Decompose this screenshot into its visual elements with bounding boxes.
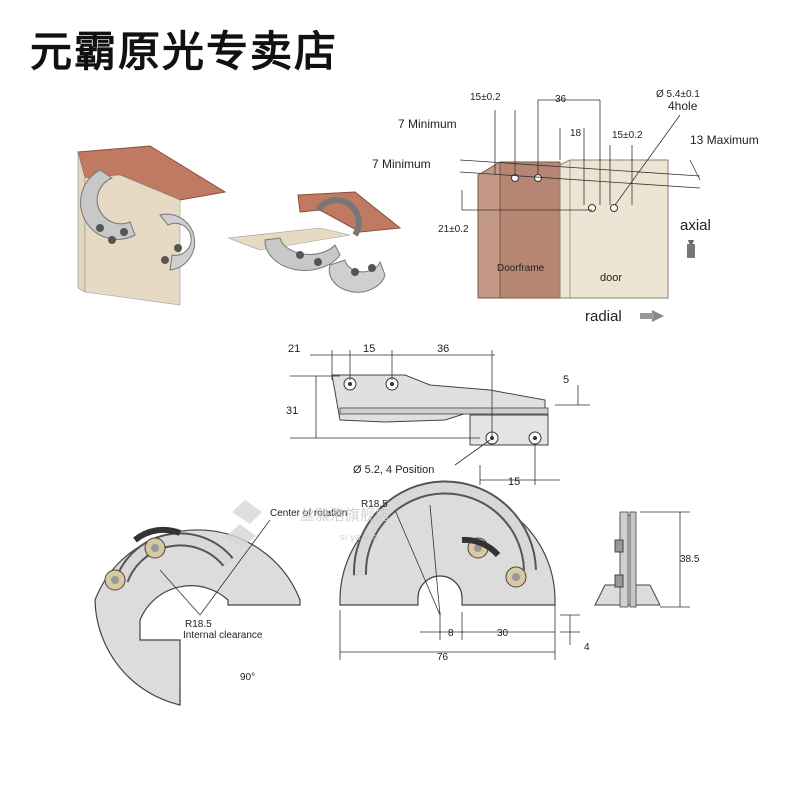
label-gap-top: 15±0.2 bbox=[470, 92, 501, 103]
label-d15b: 15 bbox=[508, 476, 520, 488]
side-view-middle: R18.5 8 30 4 76 bbox=[339, 480, 590, 663]
label-d31: 31 bbox=[286, 405, 298, 417]
label-hole-count: 4hole bbox=[668, 99, 698, 113]
watermark-text: 丝雅洛旗舰店 bbox=[300, 506, 390, 524]
label-d8: 8 bbox=[448, 628, 454, 639]
watermark-subtext: si ya luo bbox=[340, 533, 378, 543]
watermark: 丝雅洛旗舰店 si ya luo bbox=[226, 500, 390, 548]
label-d385: 38.5 bbox=[680, 554, 700, 565]
install-illustration-1 bbox=[77, 145, 227, 306]
label-d76: 76 bbox=[437, 652, 449, 663]
top-view-drawing: 21 15 36 5 31 Ø 5.2, 4 Position 15 bbox=[286, 343, 590, 488]
label-width-36: 36 bbox=[555, 94, 567, 105]
label-door: door bbox=[600, 272, 622, 284]
label-axial: axial bbox=[680, 217, 711, 234]
label-gap-18: 18 bbox=[570, 128, 582, 139]
install-illustration-2 bbox=[227, 191, 402, 293]
label-radial: radial bbox=[585, 308, 622, 325]
label-d5: 5 bbox=[563, 374, 569, 386]
label-gap-15: 15±0.2 bbox=[612, 130, 643, 141]
side-view-right: 38.5 bbox=[594, 511, 700, 608]
label-angle: 90° bbox=[240, 672, 255, 683]
label-d36: 36 bbox=[437, 343, 449, 355]
label-internal-clearance: Internal clearance bbox=[183, 630, 263, 641]
install-dimension-drawing: 15±0.2 36 7 Minimum 7 Minimum Ø 5.4±0.1 … bbox=[372, 89, 759, 325]
store-title: 元霸原光专卖店 bbox=[30, 27, 339, 76]
label-offset-21: 21±0.2 bbox=[438, 224, 469, 235]
label-max-13: 13 Maximum bbox=[690, 133, 759, 147]
side-view-left: Center of rotation R18.5 Internal cleara… bbox=[94, 508, 347, 706]
label-doorframe: Doorframe bbox=[497, 263, 545, 274]
label-min-top: 7 Minimum bbox=[398, 117, 457, 131]
label-d4: 4 bbox=[584, 642, 590, 653]
label-d15: 15 bbox=[363, 343, 375, 355]
label-min-left: 7 Minimum bbox=[372, 157, 431, 171]
label-d21: 21 bbox=[288, 343, 300, 355]
label-r185: R18.5 bbox=[185, 619, 212, 630]
label-d30: 30 bbox=[497, 628, 509, 639]
label-center-rotation: Center of rotation bbox=[270, 508, 347, 519]
label-r185-middle: R18.5 bbox=[361, 499, 388, 510]
label-hole-position: Ø 5.2, 4 Position bbox=[353, 464, 434, 476]
label-hole-diameter: Ø 5.4±0.1 bbox=[656, 89, 700, 100]
